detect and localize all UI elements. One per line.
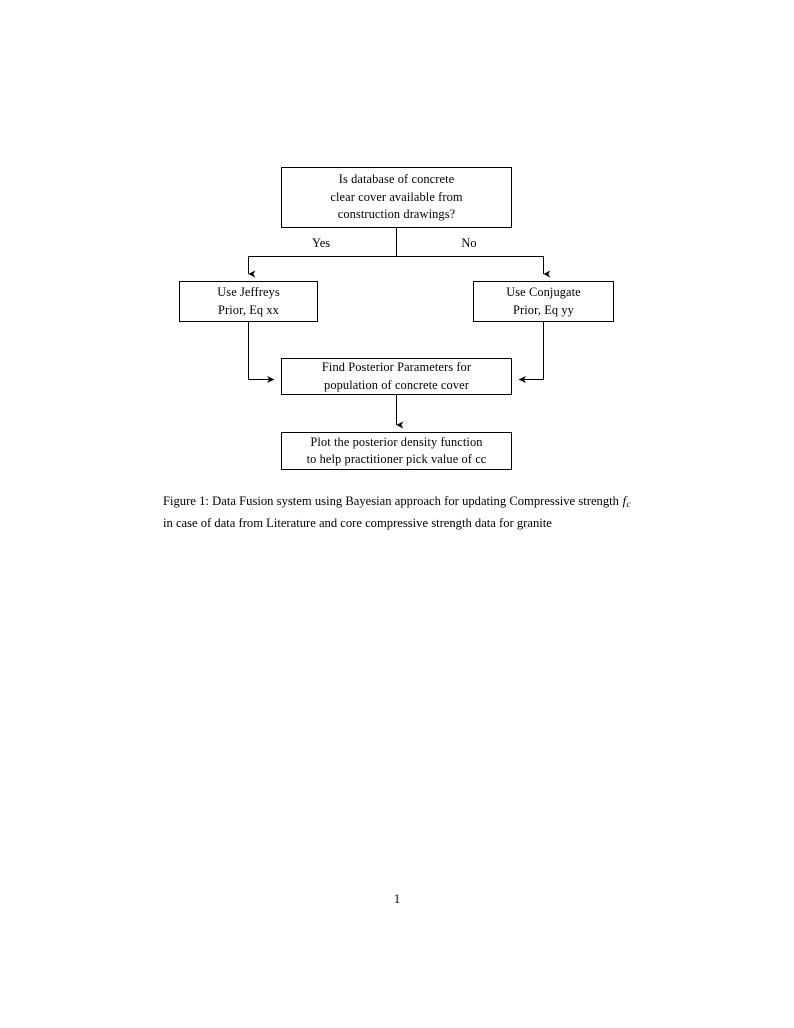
node-use-conjugate-prior[interactable]: Use Conjugate Prior, Eq yy	[473, 281, 614, 322]
node-conjugate-line-1: Use Conjugate	[506, 285, 581, 299]
node-posterior-line-1: Find Posterior Parameters for	[321, 360, 472, 374]
node-plot-posterior-density[interactable]: Plot the posterior density function to h…	[281, 432, 512, 470]
node-plot-line-2: to help practitioner pick value of cc	[306, 452, 487, 466]
node-decision-line-2: clear cover available from	[330, 189, 463, 204]
edge-label-no: No	[461, 236, 477, 250]
node-jeffreys-line-2: Prior, Eq xx	[218, 302, 279, 317]
node-conjugate-line-2: Prior, Eq yy	[513, 302, 574, 317]
node-posterior-line-2: population of concrete cover	[324, 377, 469, 392]
edge-jeffreys-to-posterior	[248, 322, 275, 384]
math-symbol-f: f	[622, 494, 627, 508]
flowchart-connectors	[248, 228, 551, 429]
node-find-posterior-parameters[interactable]: Find Posterior Parameters for population…	[281, 358, 512, 395]
math-subscript-c: c	[626, 498, 631, 509]
edge-label-yes: Yes	[311, 236, 331, 250]
figure-flowchart: Is database of concrete clear cover avai…	[0, 0, 794, 500]
node-decision-line-3: construction drawings?	[337, 207, 456, 222]
edge-conjugate-to-posterior	[518, 322, 544, 384]
node-jeffreys-line-1: Use Jeffreys	[217, 285, 280, 299]
figure-caption-text-part2: in case of data from Literature and core…	[163, 516, 552, 531]
node-decision-line-1: Is database of concrete	[338, 172, 455, 187]
node-use-jeffreys-prior[interactable]: Use Jeffreys Prior, Eq xx	[179, 281, 318, 322]
node-plot-line-1: Plot the posterior density function	[310, 434, 483, 449]
page-number: 1	[393, 892, 401, 906]
node-decision-database[interactable]: Is database of concrete clear cover avai…	[281, 167, 512, 228]
figure-caption-math-fc: fc	[622, 494, 631, 509]
figure-caption: Figure 1: Data Fusion system using Bayes…	[163, 492, 631, 534]
figure-caption-label: Figure 1:	[163, 494, 209, 508]
figure-caption-text-part1: Data Fusion system using Bayesian approa…	[212, 494, 619, 508]
